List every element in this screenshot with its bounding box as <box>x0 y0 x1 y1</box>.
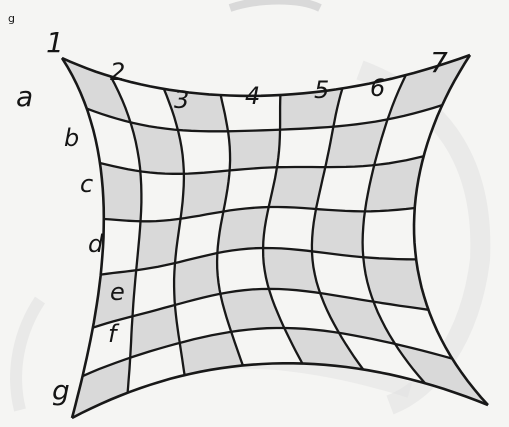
grid-cell <box>363 208 417 259</box>
grid-cell <box>217 248 269 294</box>
corner-mark: g <box>8 12 15 25</box>
row-label-b: b <box>64 124 79 152</box>
column-label-4: 4 <box>245 82 260 110</box>
column-label-5: 5 <box>314 76 329 104</box>
grid-cell <box>277 127 333 168</box>
column-label-1: 1 <box>46 26 64 59</box>
grid-cell <box>140 171 184 221</box>
grid-cell <box>263 207 316 251</box>
grid-cell <box>228 130 280 171</box>
row-label-e: e <box>110 278 125 306</box>
row-label-g: g <box>52 374 70 407</box>
column-label-2: 2 <box>110 58 125 86</box>
grid-cell <box>178 130 230 174</box>
column-label-3: 3 <box>174 86 189 114</box>
column-label-7: 7 <box>430 46 448 79</box>
row-label-d: d <box>88 230 104 258</box>
row-label-a: a <box>16 80 33 113</box>
grid-cell <box>101 219 141 275</box>
grid-cell <box>100 163 141 221</box>
grid-cell <box>217 207 268 253</box>
grid-cell <box>312 209 365 257</box>
row-label-c: c <box>80 170 93 198</box>
column-label-6: 6 <box>370 74 385 102</box>
